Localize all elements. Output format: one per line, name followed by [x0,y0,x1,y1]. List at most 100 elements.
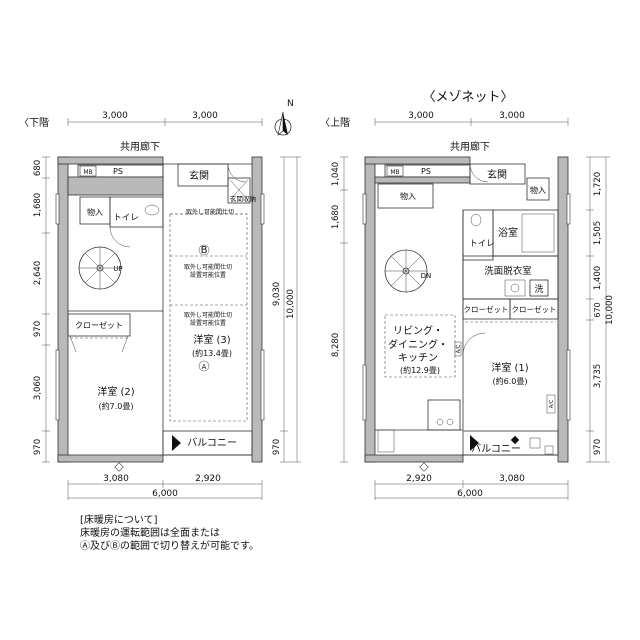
lower-left-dim-4: 970 [33,321,43,337]
lower-floor: 〈下階 3,000 3,000 共用廊下 680 1,680 2,640 970… [19,111,301,500]
svg-text:設置可能位置: 設置可能位置 [190,319,226,327]
lower-right-dim-3: 970 [272,439,282,455]
upper-left-dim-3: 8,280 [331,333,341,357]
lower-zone-a-label: A [202,363,207,371]
upper-bottom-dim-2: 3,080 [499,474,525,484]
upper-storage-right [526,177,550,201]
floor-heating-note-line2: 床暖房の運転範囲は全面または [80,528,220,539]
upper-balcony [462,430,559,456]
upper-right-dim-5: 10,000 [605,295,615,325]
upper-room1-name: 洋室 (1) [491,361,528,374]
upper-ac-label-1: A/C [456,344,462,353]
compass-icon: N [274,99,294,136]
upper-entrance [469,163,526,185]
upper-closet-2 [509,298,559,320]
upper-toilet-label: トイレ [469,239,495,249]
lower-top-dim-2: 3,000 [192,111,218,121]
upper-right-dim-4: 670 [593,302,602,317]
lower-balcony [162,430,253,456]
lower-bottom-total: 6,000 [152,489,178,499]
floor-heating-note-title: [床暖房について] [80,515,158,526]
lower-mb-label: MB [83,169,92,176]
upper-floor-label: 〈上階 [320,117,350,129]
lower-entrance-storage-label: 玄関収納 [230,194,256,203]
upper-spiral-stair-icon [384,249,428,293]
lower-toilet [109,196,164,228]
upper-balcony-label: バルコニー [471,443,521,455]
lower-bottom-wall [57,454,164,463]
upper-room1-size: (約6.0畳) [493,376,528,386]
lower-left-dim-6: 970 [33,439,43,455]
upper-right-dim-7: 970 [593,439,603,455]
upper-corridor-label: 共用廊下 [450,140,490,153]
floor-heating-note-line3: Ⓐ及びⒷの範囲で切り替えが可能です。 [80,541,259,552]
lower-right-dim-2: 10,000 [286,289,296,319]
lower-bottom-dim-2: 2,920 [195,474,221,484]
lower-room3-size: (約13.4畳) [192,348,232,358]
upper-ldk-line2: ダイニング・ [388,338,448,351]
upper-left-dim-2: 1,680 [331,205,341,229]
lower-left-wall [57,156,69,463]
upper-ldk-size: (約12.9畳) [400,365,440,375]
lower-top-wall [57,156,164,165]
lower-ps-label: PS [113,167,123,176]
upper-top-dim-2: 3,000 [499,111,525,121]
upper-left-wall [364,156,376,463]
lower-top-dim-1: 3,000 [102,111,128,121]
lower-entrance-label: 玄関 [189,169,209,182]
upper-closet1-label: クローゼット [464,304,509,314]
upper-bath-label: 浴室 [498,226,518,239]
upper-floor: 〈上階 3,000 3,000 共用廊下 1,040 1,680 8,280 1… [320,111,615,500]
lower-room3-name: 洋室 (3) [193,333,230,346]
svg-text:設置可能位置: 設置可能位置 [190,271,226,279]
lower-toilet-label: トイレ [113,213,139,223]
upper-bottom-dim-1: 2,920 [406,474,432,484]
lower-right-dim-1: 9,030 [272,282,282,306]
upper-stair-label: DN [421,272,432,280]
upper-washroom [462,255,559,300]
upper-ldk-line3: キッチン [398,352,438,364]
upper-entrance-label: 玄関 [487,168,507,181]
upper-storage-right-label: 物入 [530,185,546,195]
upper-right-dim-2: 1,505 [593,221,603,245]
lower-toilet-icon [144,204,160,216]
upper-storage-left [377,183,434,209]
upper-washroom-label: 洗面脱衣室 [484,265,532,277]
upper-wash-label: 洗 [534,283,543,295]
lower-corridor-label: 共用廊下 [120,140,160,153]
lower-floor-label: 〈下階 [19,117,49,129]
upper-left-dim-1: 1,040 [331,162,341,186]
lower-partition-2: 取外し可能間仕切 [184,263,232,271]
upper-top-dim-1: 3,000 [408,111,434,121]
upper-ps-label: PS [421,167,431,176]
lower-room2-size: (約7.0畳) [99,401,134,411]
upper-mb-label: MB [390,169,399,176]
upper-closet2-label: クローゼット [512,304,557,314]
lower-entrance [177,163,229,187]
lower-spiral-stair-icon [78,246,122,290]
upper-kitchen-counter [427,399,461,431]
lower-balcony-label: バルコニー [187,437,237,449]
upper-bottom-total: 6,000 [457,489,483,499]
lower-storage-label: 物入 [87,207,103,217]
lower-right-wall [251,156,263,463]
upper-washer [529,279,549,297]
upper-right-dim-6: 3,735 [593,364,603,388]
lower-closet-label: クローゼット [75,320,123,330]
upper-storage-left-label: 物入 [400,191,416,201]
compass-north-label: N [287,99,294,109]
upper-right-wall [557,156,569,463]
lower-zone-b-label: B [201,245,208,256]
lower-room2-name: 洋室 (2) [97,385,134,398]
upper-right-dim-3: 1,400 [593,266,603,290]
lower-bottom-dim-1: 3,080 [103,474,129,484]
upper-toilet-icon [470,213,482,227]
lower-partition-1: 取外し可能間仕切 [186,208,234,216]
lower-left-dim-1: 680 [33,160,43,176]
plan-title: 〈メゾネット〉 [422,90,513,105]
lower-left-dim-2: 1,680 [33,193,43,217]
upper-ac-label-2: A/C [549,399,555,408]
lower-stair-label: UP [113,265,122,273]
upper-ldk-line1: リビング・ [393,324,443,337]
